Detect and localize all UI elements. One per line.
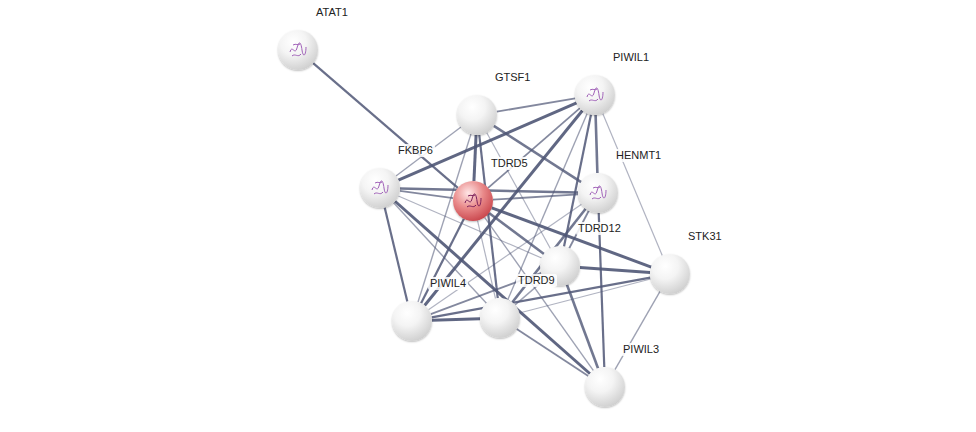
- node-circle: [392, 301, 432, 341]
- node-circle: [457, 95, 497, 135]
- node-circle: [278, 30, 318, 70]
- node-circle: [360, 168, 400, 208]
- structure-icon: [286, 38, 310, 62]
- interaction-edge: [596, 115, 598, 173]
- node-label: TDRD12: [576, 222, 623, 235]
- protein-node: GTSF1: [457, 95, 497, 135]
- structure-icon: [583, 83, 607, 107]
- node-circle: [575, 75, 615, 115]
- structure-icon: [368, 176, 392, 200]
- node-label: TDRD5: [489, 157, 530, 170]
- protein-node: HENMT1: [578, 173, 618, 213]
- interaction-edge: [512, 209, 585, 303]
- interaction-edge: [385, 207, 408, 301]
- protein-node: TDRD5: [453, 181, 493, 221]
- interaction-edge: [395, 201, 590, 373]
- node-label: HENMT1: [614, 149, 663, 162]
- protein-node: ATAT1: [278, 30, 318, 70]
- interaction-edge: [493, 194, 578, 199]
- interaction-edge: [580, 267, 650, 272]
- node-label: PIWIL3: [621, 343, 661, 356]
- node-label: PIWIL4: [428, 277, 468, 290]
- node-circle: [453, 181, 493, 221]
- interaction-edge: [400, 191, 453, 198]
- node-label: GTSF1: [493, 71, 532, 84]
- protein-node: STK31: [650, 254, 690, 294]
- protein-node: TDRD9: [480, 298, 520, 338]
- node-label: PIWIL1: [611, 51, 651, 64]
- interaction-edge: [517, 329, 589, 376]
- interaction-edge: [488, 108, 580, 188]
- node-label: STK31: [686, 230, 724, 243]
- interaction-edge: [421, 219, 464, 303]
- interaction-edge: [599, 213, 605, 367]
- interaction-edge: [615, 291, 660, 369]
- interaction-edge: [489, 213, 544, 254]
- node-label: ATAT1: [314, 6, 350, 19]
- interaction-edge: [425, 111, 583, 306]
- protein-node: FKBP6: [360, 168, 400, 208]
- protein-node: PIWIL4: [392, 301, 432, 341]
- node-circle: [480, 298, 520, 338]
- node-circle: [578, 173, 618, 213]
- node-circle: [650, 254, 690, 294]
- interaction-edge: [432, 319, 480, 321]
- interaction-edge: [474, 135, 476, 181]
- node-circle: [585, 367, 625, 407]
- structure-icon: [461, 189, 485, 213]
- protein-node: PIWIL1: [575, 75, 615, 115]
- interaction-edge: [508, 113, 587, 299]
- node-label: FKBP6: [396, 144, 435, 157]
- protein-node: PIWIL3: [585, 367, 625, 407]
- structure-icon: [586, 181, 610, 205]
- node-label: TDRD9: [516, 274, 557, 287]
- interaction-edge: [477, 220, 495, 298]
- interaction-edge: [567, 285, 598, 369]
